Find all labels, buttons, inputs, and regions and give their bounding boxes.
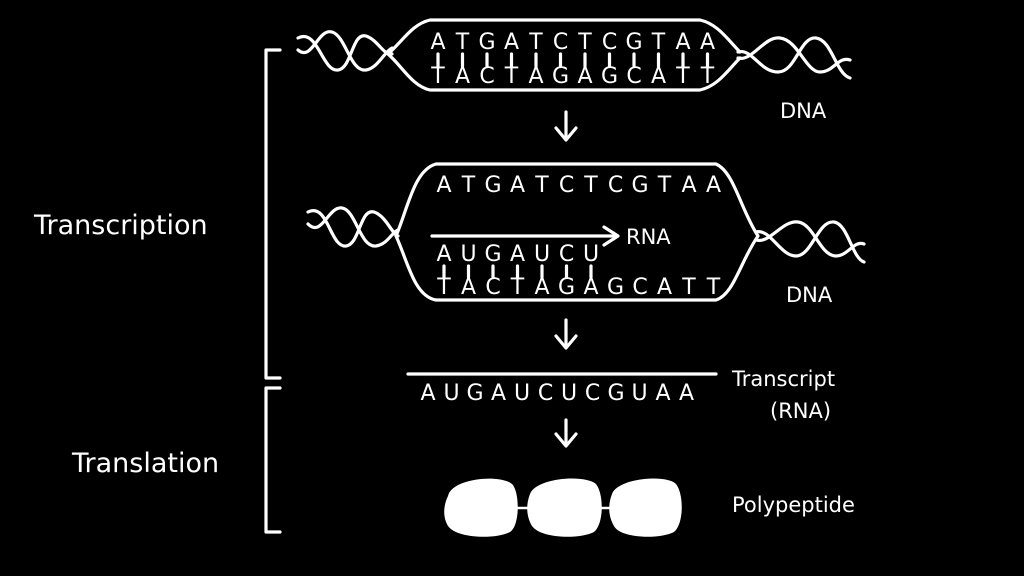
transcript-label: Transcript <box>731 367 835 391</box>
top-coding-base: A <box>430 30 445 55</box>
top-coding-base: T <box>577 30 592 55</box>
transcript-base: U <box>631 381 647 406</box>
top-dna-helix-left <box>298 32 392 70</box>
top-coding-base: T <box>528 30 543 55</box>
transcription-bracket <box>266 50 280 378</box>
mid-template-base: G <box>607 275 624 300</box>
mid-template-base: C <box>632 275 647 300</box>
top-template-base: A <box>577 64 592 89</box>
top-template-base: T <box>700 64 715 89</box>
top-coding-base: A <box>700 30 715 55</box>
mid-template-base: A <box>534 275 549 300</box>
mid-template-base: C <box>485 275 500 300</box>
down-arrow-1 <box>556 112 576 140</box>
mid-rna-base: U <box>583 242 599 267</box>
middle-dna-helix-right <box>756 222 864 262</box>
dna-label-top: DNA <box>780 99 827 123</box>
transcript-base: U <box>514 381 530 406</box>
amino-acid-2 <box>527 479 602 537</box>
mid-template-base: A <box>583 275 598 300</box>
transcript-base: U <box>443 381 459 406</box>
top-template-base: C <box>626 64 641 89</box>
top-template-base: T <box>504 64 519 89</box>
mid-template-base: T <box>681 275 696 300</box>
transcript-base: G <box>466 381 483 406</box>
mid-coding-base: A <box>706 173 721 198</box>
top-coding-base: T <box>455 30 470 55</box>
transcript-base: A <box>679 381 694 406</box>
mid-coding-base: G <box>484 173 501 198</box>
mid-template-base: A <box>657 275 672 300</box>
rna-label: RNA <box>626 225 671 249</box>
top-template-base: A <box>651 64 666 89</box>
mid-coding-base: A <box>510 173 525 198</box>
top-coding-base: T <box>651 30 666 55</box>
transcript-base: G <box>607 381 624 406</box>
transcript-base: A <box>491 381 506 406</box>
transcription-label: Transcription <box>33 210 208 241</box>
top-coding-base: C <box>553 30 568 55</box>
amino-acid-1 <box>444 479 518 537</box>
top-template-base: T <box>430 64 445 89</box>
mid-template-base: G <box>558 275 575 300</box>
down-arrow-3 <box>556 420 576 446</box>
mid-coding-base: A <box>681 173 696 198</box>
mid-coding-base: C <box>559 173 574 198</box>
transcript-base: C <box>585 381 600 406</box>
translation-label: Translation <box>71 448 219 479</box>
transcript-base: A <box>655 381 670 406</box>
top-coding-base: C <box>602 30 617 55</box>
transcript-base: U <box>561 381 577 406</box>
top-coding-base: A <box>675 30 690 55</box>
mid-coding-base: A <box>436 173 451 198</box>
polypeptide-chain <box>444 479 682 537</box>
top-template-base: T <box>675 64 690 89</box>
transcript-rna-label: (RNA) <box>770 399 831 423</box>
transcript-base: C <box>538 381 553 406</box>
mid-rna-base: G <box>484 242 501 267</box>
top-coding-base: G <box>625 30 642 55</box>
top-coding-base: A <box>504 30 519 55</box>
mid-coding-base: C <box>608 173 623 198</box>
mid-rna-base: U <box>460 242 476 267</box>
mid-template-base: T <box>510 275 525 300</box>
top-template-base: A <box>455 64 470 89</box>
down-arrow-2 <box>556 320 576 348</box>
dna-label-middle: DNA <box>786 283 833 307</box>
mid-coding-base: T <box>583 173 598 198</box>
middle-dna-helix-left <box>308 208 398 246</box>
top-template-base: C <box>479 64 494 89</box>
mid-coding-base: T <box>657 173 672 198</box>
top-template-base: G <box>552 64 569 89</box>
top-dna-helix-right <box>738 38 850 78</box>
mid-rna-base: C <box>559 242 574 267</box>
transcript-base: A <box>420 381 435 406</box>
mid-rna-base: A <box>436 242 451 267</box>
translation-bracket <box>266 388 280 532</box>
mid-coding-base: G <box>631 173 648 198</box>
polypeptide-label: Polypeptide <box>732 493 855 517</box>
amino-acid-3 <box>609 479 682 537</box>
top-template-base: A <box>528 64 543 89</box>
mid-template-base: T <box>436 275 451 300</box>
mid-rna-base: U <box>534 242 550 267</box>
mid-rna-base: A <box>510 242 525 267</box>
top-template-base: G <box>601 64 618 89</box>
mid-coding-base: T <box>461 173 476 198</box>
mid-coding-base: T <box>534 173 549 198</box>
top-coding-base: G <box>478 30 495 55</box>
mid-template-base: T <box>706 275 721 300</box>
mid-template-base: A <box>461 275 476 300</box>
